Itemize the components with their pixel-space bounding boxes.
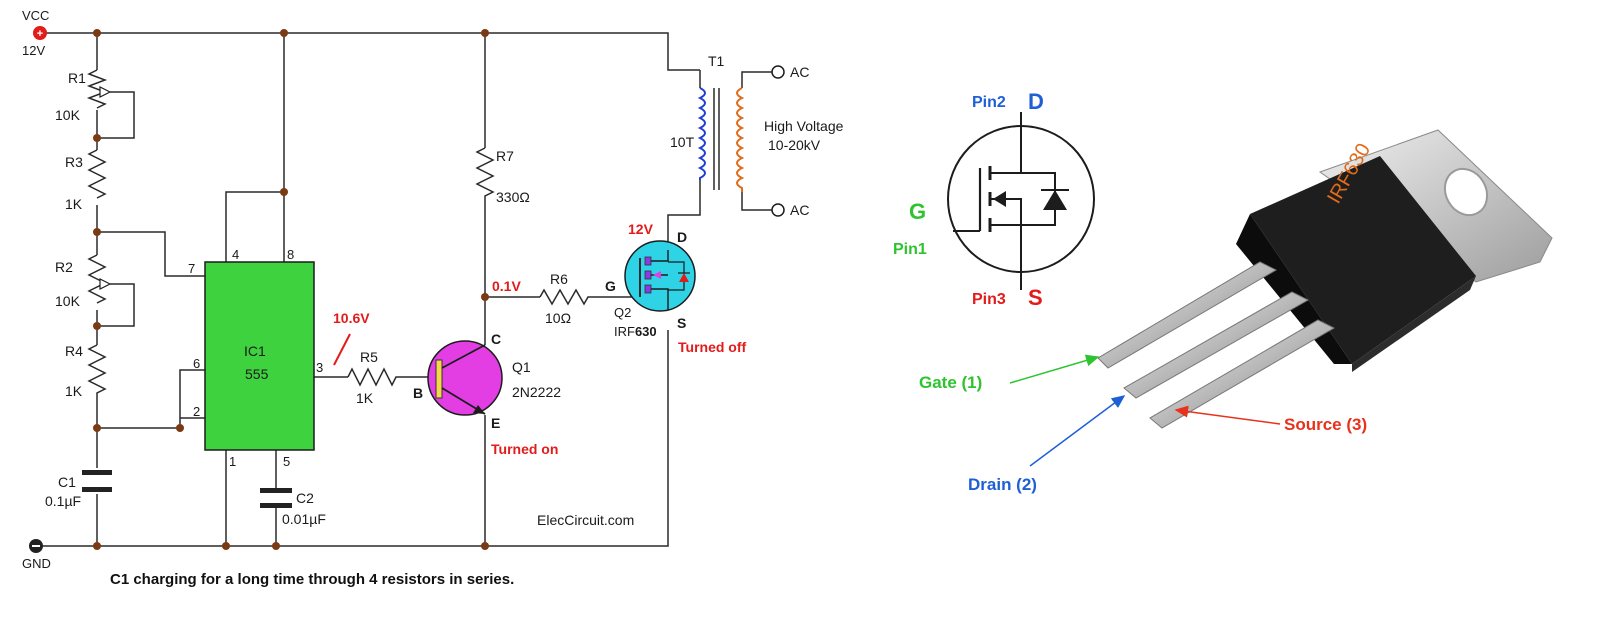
ic1-value: 555 [245, 366, 269, 382]
c1-name: C1 [58, 474, 76, 490]
r2-value: 10K [55, 293, 81, 309]
q2-pin-d: D [677, 229, 687, 245]
pin3-voltage: 10.6V [333, 310, 370, 326]
t1-secondary-label-2: 10-20kV [768, 137, 821, 153]
gnd-label: GND [22, 556, 51, 571]
resistor-r2: R2 10K [55, 254, 112, 309]
t1-out-bottom: AC [790, 202, 809, 218]
r1-value: 10K [55, 107, 81, 123]
q1-pin-e: E [491, 415, 500, 431]
resistor-r6: R6 10Ω [539, 271, 592, 326]
r3-value: 1K [65, 196, 83, 212]
r5-value: 1K [356, 390, 374, 406]
r4-value: 1K [65, 383, 83, 399]
q1-name: Q1 [512, 359, 531, 375]
resistor-r3: R3 1K [65, 149, 107, 212]
capacitor-c2: C2 0.01µF [260, 488, 326, 527]
ic-pin-2: 2 [193, 404, 200, 419]
q1-state: Turned on [491, 441, 558, 457]
ic-pin-7: 7 [188, 261, 195, 276]
r4-name: R4 [65, 343, 83, 359]
q1-pin-b: B [413, 385, 423, 401]
watermark: ElecCircuit.com [537, 512, 634, 528]
ic-555: IC1 555 4 8 7 6 2 3 1 5 [188, 247, 323, 469]
svg-text:+: + [37, 28, 43, 40]
c2-value: 0.01µF [282, 511, 326, 527]
pin3-voltage-annotation: 10.6V [333, 310, 370, 366]
r7-name: R7 [496, 148, 514, 164]
ic1-name: IC1 [244, 343, 266, 359]
resistor-r4: R4 1K [65, 343, 107, 400]
q2-name: Q2 [614, 305, 631, 320]
vcc-voltage-label: 12V [22, 43, 45, 58]
ic-pin-1: 1 [229, 454, 236, 469]
mosfet-q2: G D S Q2 IRF630 12V Turned off [605, 221, 747, 355]
package-gate-label: Gate (1) [919, 373, 982, 392]
t1-secondary-label-1: High Voltage [764, 118, 844, 134]
transistor-q1: B C E Q1 2N2222 Turned on [413, 331, 561, 457]
q2-pin-s: S [677, 315, 686, 331]
ic-pin-3: 3 [316, 360, 323, 375]
r2-name: R2 [55, 259, 73, 275]
c1-value: 0.1µF [45, 493, 81, 509]
t1-primary: 10T [670, 134, 695, 150]
q2-drain-voltage: 12V [628, 221, 654, 237]
package-drain-label: Drain (2) [968, 475, 1037, 494]
symbol-d: D [1028, 89, 1044, 114]
resistor-r7: R7 330Ω [475, 147, 530, 205]
r6-value: 10Ω [545, 310, 571, 326]
transformer-t1: T1 10T AC AC High Voltage 10-20kV [670, 53, 844, 218]
package-source-label: Source (3) [1284, 415, 1367, 434]
wires [40, 32, 772, 547]
capacitor-c1: C1 0.1µF [45, 470, 112, 509]
q1-pin-c: C [491, 331, 501, 347]
r5-name: R5 [360, 349, 378, 365]
ic-pin-8: 8 [287, 247, 294, 262]
t1-name: T1 [708, 53, 725, 69]
symbol-s: S [1028, 285, 1043, 310]
vcc-terminal: + VCC 12V [22, 8, 49, 58]
to220-package: IRF630 Gate (1) Drain (2) Source (3) [919, 129, 1553, 494]
caption: C1 charging for a long time through 4 re… [110, 571, 514, 588]
ic-pin-6: 6 [193, 356, 200, 371]
q1-value: 2N2222 [512, 384, 561, 400]
q1-collector-voltage: 0.1V [492, 278, 521, 294]
resistor-r1: R1 10K [55, 69, 112, 123]
r7-value: 330Ω [496, 189, 530, 205]
vcc-label: VCC [22, 8, 49, 23]
resistor-r5: R5 1K [347, 349, 400, 406]
mosfet-symbol: Pin2 D Pin3 S G Pin1 [893, 89, 1095, 310]
r3-name: R3 [65, 154, 83, 170]
q2-state: Turned off [678, 339, 747, 355]
ic-pin-5: 5 [283, 454, 290, 469]
junction-dots [93, 29, 489, 550]
symbol-pin1: Pin1 [893, 241, 927, 258]
ic-pin-4: 4 [232, 247, 239, 262]
q2-pin-g: G [605, 278, 616, 294]
symbol-pin2: Pin2 [972, 94, 1006, 111]
q2-value: IRF630 [614, 324, 657, 339]
t1-out-top: AC [790, 64, 809, 80]
r1-name: R1 [68, 70, 86, 86]
c2-name: C2 [296, 490, 314, 506]
symbol-pin3: Pin3 [972, 291, 1006, 308]
gnd-terminal: GND [22, 539, 51, 571]
r6-name: R6 [550, 271, 568, 287]
symbol-g: G [909, 199, 926, 224]
